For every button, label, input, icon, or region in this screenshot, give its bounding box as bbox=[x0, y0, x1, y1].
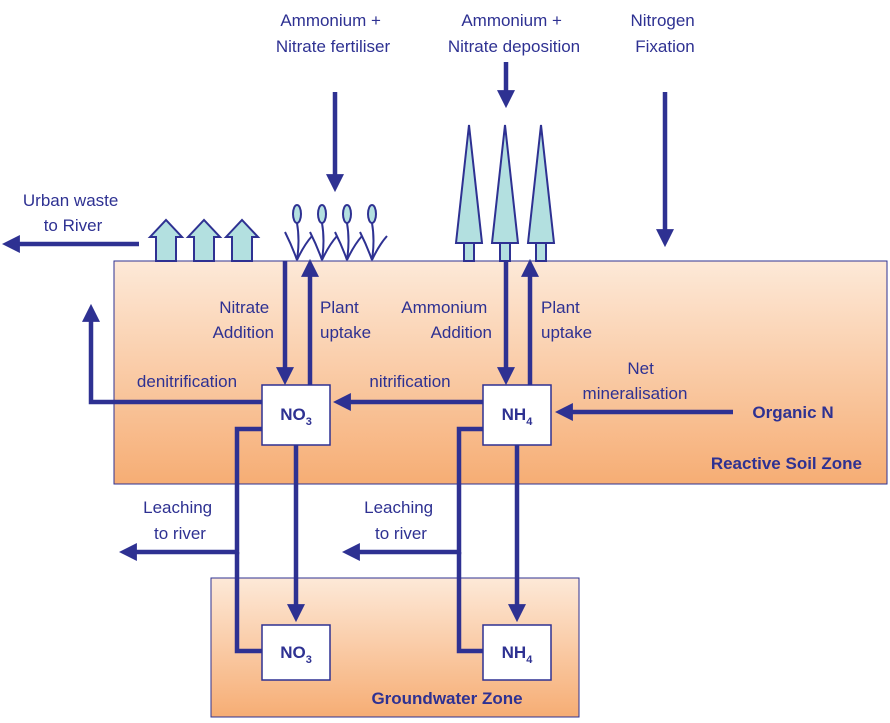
ammonium-addition-label: Ammonium Addition bbox=[401, 298, 492, 342]
organic-n-label: Organic N bbox=[752, 403, 833, 422]
fertiliser-label: Ammonium + Nitrate fertiliser bbox=[276, 11, 391, 56]
groundwater-zone-label: Groundwater Zone bbox=[371, 689, 522, 708]
reactive-soil-zone-label: Reactive Soil Zone bbox=[711, 454, 862, 473]
plant-uptake-right-label: Plant uptake bbox=[541, 298, 592, 342]
fixation-label: Nitrogen Fixation bbox=[631, 11, 700, 56]
leaching-right-label: Leaching to river bbox=[364, 498, 438, 543]
leaching-left-label: Leaching to river bbox=[143, 498, 217, 543]
no3-groundwater-label: NO3 bbox=[280, 643, 312, 666]
nh4-soil-label: NH4 bbox=[502, 405, 534, 428]
no3-groundwater-node bbox=[261, 624, 331, 681]
trees-icon bbox=[454, 124, 556, 262]
nitrification-label: nitrification bbox=[369, 372, 450, 391]
urban-waste-label: Urban waste to River bbox=[23, 191, 123, 235]
denitrification-label: denitrification bbox=[137, 372, 237, 391]
nh4-soil-node bbox=[482, 384, 552, 446]
flow-arrows bbox=[1, 62, 733, 654]
nitrate-addition-label: Nitrate Addition bbox=[213, 298, 274, 342]
deposition-label: Ammonium + Nitrate deposition bbox=[448, 11, 580, 56]
nh4-groundwater-label: NH4 bbox=[502, 643, 534, 666]
no3-soil-label: NO3 bbox=[280, 405, 312, 428]
nh4-groundwater-node bbox=[482, 624, 552, 681]
no3-soil-node bbox=[261, 384, 331, 446]
plant-uptake-left-label: Plant uptake bbox=[320, 298, 371, 342]
crops-icon bbox=[284, 204, 388, 261]
net-mineralisation-label: Net mineralisation bbox=[583, 359, 688, 403]
houses-icon bbox=[147, 218, 261, 262]
